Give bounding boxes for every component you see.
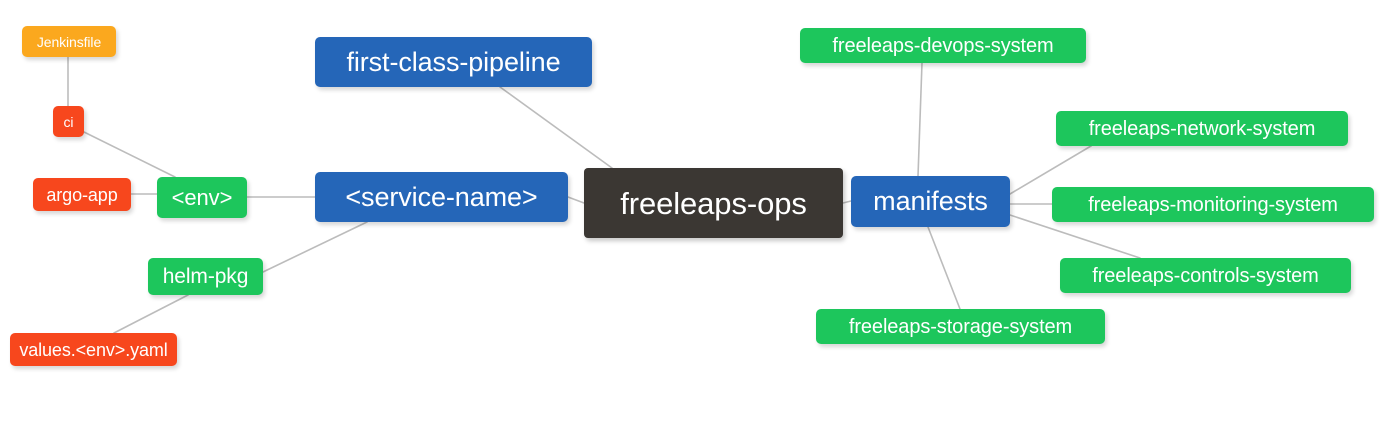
mindmap-node-jenkinsfile[interactable]: Jenkinsfile: [22, 26, 116, 57]
mindmap-node-manifests[interactable]: manifests: [851, 176, 1010, 227]
mindmap-node-freeleaps-ops[interactable]: freeleaps-ops: [584, 168, 843, 238]
mindmap-node-ci[interactable]: ci: [53, 106, 84, 137]
mindmap-node-service-name[interactable]: <service-name>: [315, 172, 568, 222]
mindmap-node-env[interactable]: <env>: [157, 177, 247, 218]
mindmap-node-helm-pkg[interactable]: helm-pkg: [148, 258, 263, 295]
mindmap-node-values-env-yaml[interactable]: values.<env>.yaml: [10, 333, 177, 366]
mindmap-node-freeleaps-controls-system[interactable]: freeleaps-controls-system: [1060, 258, 1351, 293]
mindmap-node-freeleaps-devops-system[interactable]: freeleaps-devops-system: [800, 28, 1086, 63]
mindmap-node-freeleaps-monitoring-system[interactable]: freeleaps-monitoring-system: [1052, 187, 1374, 222]
mindmap-node-argo-app[interactable]: argo-app: [33, 178, 131, 211]
mindmap-node-freeleaps-storage-system[interactable]: freeleaps-storage-system: [816, 309, 1105, 344]
mindmap-node-freeleaps-network-system[interactable]: freeleaps-network-system: [1056, 111, 1348, 146]
mindmap-node-first-class-pipeline[interactable]: first-class-pipeline: [315, 37, 592, 87]
